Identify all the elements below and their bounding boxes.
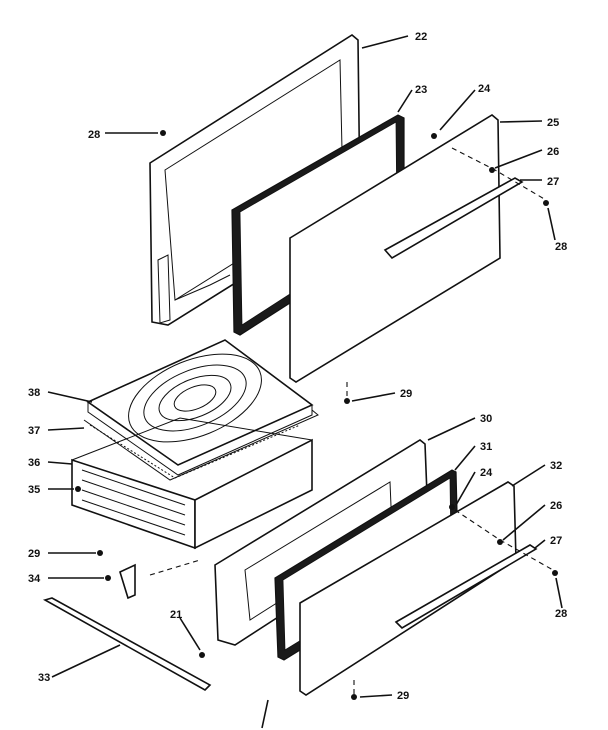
label-24-upper: 24 <box>478 83 491 95</box>
label-25: 25 <box>547 117 559 129</box>
assembly-lines <box>149 147 554 695</box>
label-34: 34 <box>28 573 41 585</box>
label-32: 32 <box>550 460 562 472</box>
label-37: 37 <box>28 425 40 437</box>
label-21: 21 <box>170 609 182 621</box>
drawer-slide-rail <box>42 597 212 691</box>
oven-door-outer-panel <box>289 114 524 383</box>
drawer-bracket <box>119 563 136 600</box>
label-30: 30 <box>480 413 492 425</box>
label-29-lower: 29 <box>397 690 409 702</box>
label-28-right-lower: 28 <box>555 608 567 620</box>
drawer-pan <box>83 339 319 481</box>
label-33: 33 <box>38 672 50 684</box>
label-27-lower: 27 <box>550 535 562 547</box>
part-labels: 22 23 24 25 26 27 28 28 29 30 31 24 32 2… <box>28 31 567 702</box>
leader-lines <box>47 35 563 729</box>
label-22: 22 <box>415 31 427 43</box>
label-23: 23 <box>415 84 427 96</box>
label-38: 38 <box>28 387 40 399</box>
fasteners <box>75 130 558 700</box>
drawer-outer-panel <box>299 481 538 696</box>
label-31: 31 <box>480 441 492 453</box>
drawer-handle <box>394 544 538 630</box>
label-27-upper: 27 <box>547 176 559 188</box>
label-26-upper: 26 <box>547 146 559 158</box>
label-26-lower: 26 <box>550 500 562 512</box>
drawer-body <box>71 417 313 550</box>
label-28-left: 28 <box>88 129 100 141</box>
label-35: 35 <box>28 484 40 496</box>
label-29-upper: 29 <box>400 388 412 400</box>
label-24-lower: 24 <box>480 467 493 479</box>
oven-door-handle <box>383 177 524 260</box>
label-28-right-upper: 28 <box>555 241 567 253</box>
label-36: 36 <box>28 457 40 469</box>
label-29-left: 29 <box>28 548 40 560</box>
